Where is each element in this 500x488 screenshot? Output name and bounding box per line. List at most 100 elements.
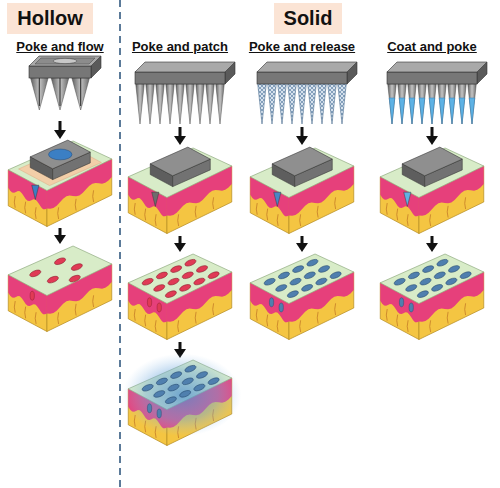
heading-text: Solid	[284, 6, 333, 30]
microchannel	[196, 264, 209, 273]
microchannel	[277, 271, 290, 280]
needle	[388, 84, 397, 124]
microneedle-array	[135, 62, 235, 124]
column-title: Poke and flow	[16, 37, 103, 55]
microchannel	[164, 395, 177, 404]
microchannel	[275, 283, 288, 292]
microchannel	[179, 283, 192, 292]
hair-follicle	[212, 303, 214, 315]
column-title-text: Coat and poke	[387, 39, 477, 54]
hair-follicle	[429, 320, 431, 332]
hair-follicle	[386, 309, 388, 321]
skin-block	[128, 147, 232, 233]
hair-follicle	[386, 203, 388, 215]
microchannel	[29, 269, 42, 278]
skin-surface	[128, 148, 232, 198]
microchannel	[193, 383, 206, 392]
microchannel	[405, 283, 418, 292]
needle	[51, 78, 69, 110]
needle	[216, 84, 225, 124]
plate-top	[257, 62, 357, 72]
microchannel	[433, 271, 446, 280]
needle	[428, 84, 437, 124]
microchannel	[184, 364, 197, 373]
microchannel	[303, 271, 316, 280]
microchannel	[170, 370, 183, 379]
skin-block	[8, 140, 112, 226]
hair-follicle	[155, 214, 157, 226]
dissolving-needle	[308, 84, 317, 124]
microchannel	[196, 370, 209, 379]
plate-front	[387, 72, 477, 84]
arrow-head	[426, 243, 438, 252]
microchannel	[315, 277, 328, 286]
hair-follicle	[57, 207, 59, 219]
hair-follicle	[277, 320, 279, 332]
hair-follicle	[299, 214, 301, 226]
column-title-text: Poke and patch	[132, 39, 228, 54]
skin-surface	[250, 254, 354, 304]
down-arrow	[426, 127, 438, 145]
hair-follicle	[464, 303, 466, 315]
needle	[31, 78, 49, 110]
needle-coating	[389, 98, 395, 124]
hair-follicle	[396, 315, 398, 327]
skin-surface	[128, 254, 232, 304]
hair-follicle	[195, 206, 197, 218]
arrow-head	[174, 136, 186, 145]
needle-coating	[419, 98, 425, 124]
needle	[438, 84, 447, 124]
skin-surface	[380, 254, 484, 304]
needle	[146, 84, 155, 124]
column-title: Poke and patch	[132, 37, 228, 55]
deposit	[409, 303, 413, 312]
needle-lumen	[59, 78, 60, 106]
deposit	[147, 404, 151, 413]
heading-box: Hollow	[7, 3, 93, 34]
hair-follicle	[155, 320, 157, 332]
hair-follicle	[334, 303, 336, 315]
microchannel	[292, 264, 305, 273]
hair-follicle	[92, 190, 94, 202]
down-arrow	[296, 236, 308, 252]
hair-follicle	[144, 315, 146, 327]
dissolving-needle	[298, 84, 307, 124]
microchannel	[459, 270, 472, 279]
down-arrow	[296, 127, 308, 145]
microchannel	[286, 289, 299, 298]
needle	[156, 84, 165, 124]
microneedle-array	[29, 56, 101, 110]
hair-follicle	[35, 312, 37, 324]
needle-coating	[409, 98, 415, 124]
microchannel	[167, 383, 180, 392]
needle-coating	[439, 98, 445, 124]
needle-in-skin	[404, 192, 411, 206]
needle-coating	[469, 98, 475, 124]
deposit	[269, 298, 273, 307]
microchannel	[393, 277, 406, 286]
microchannel	[170, 264, 183, 273]
hair-follicle	[299, 320, 301, 332]
hair-follicle	[177, 214, 179, 226]
down-arrow	[54, 121, 66, 139]
skin-block	[250, 147, 354, 233]
down-arrow	[174, 236, 186, 252]
divider-line	[119, 0, 121, 488]
hair-follicle	[75, 199, 77, 211]
heading-box: Solid	[274, 3, 343, 34]
needle	[206, 84, 215, 124]
patch-top	[150, 147, 210, 176]
microchannel	[153, 283, 166, 292]
needle	[196, 84, 205, 124]
microchannel	[207, 270, 220, 279]
needle-coating	[399, 98, 405, 124]
microchannel	[329, 270, 342, 279]
needle	[408, 84, 417, 124]
skin-surface	[8, 246, 112, 296]
needle	[448, 84, 457, 124]
microchannel	[181, 377, 194, 386]
hair-follicle	[407, 320, 409, 332]
microchannel	[54, 257, 67, 266]
microchannel	[141, 383, 154, 392]
